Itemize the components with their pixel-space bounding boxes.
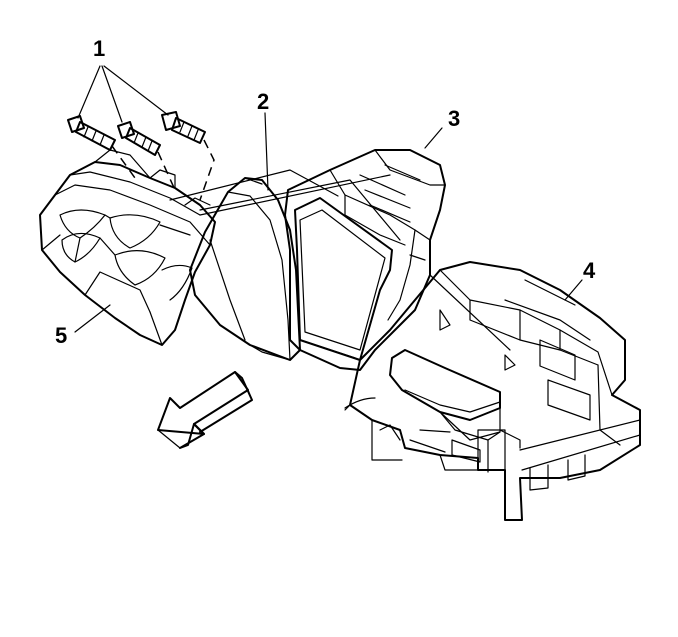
screws-part — [67, 111, 215, 201]
callout-1: 1 — [93, 36, 105, 61]
lower-housing-part — [344, 261, 641, 521]
screw-middle — [117, 121, 161, 156]
air-filter-element-part — [189, 177, 301, 361]
callout-5: 5 — [55, 323, 67, 348]
screw-left — [67, 115, 116, 151]
forward-arrow-icon — [157, 371, 253, 449]
leader-lines — [74, 65, 583, 351]
callout-2: 2 — [257, 89, 269, 114]
intake-end-cap-part — [39, 149, 216, 346]
screw-right — [161, 111, 206, 144]
callout-3: 3 — [448, 106, 460, 131]
callout-4: 4 — [583, 258, 596, 283]
upper-cover-part — [284, 149, 446, 371]
